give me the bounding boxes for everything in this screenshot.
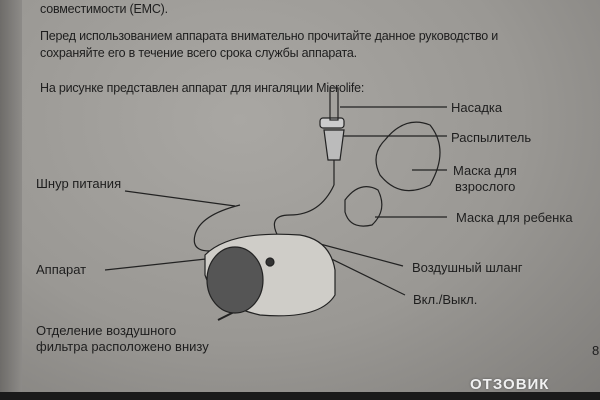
book-binding (0, 0, 22, 400)
watermark-logo: ОТЗОВИК (470, 376, 550, 393)
label-adult-mask: Маска для (453, 163, 517, 178)
label-air-hose: Воздушный шланг (412, 260, 523, 275)
intro-text-line: совместимости (EMC). (40, 2, 168, 16)
label-adult-mask-2: взрослого (455, 179, 516, 194)
page-number: 8 (592, 343, 600, 358)
label-device: Аппарат (36, 262, 87, 277)
instruction-text-line: сохраняйте его в течение всего срока слу… (40, 46, 357, 60)
label-on-off: Вкл./Выкл. (413, 292, 478, 307)
label-filter-2: фильтра расположено внизу (36, 339, 209, 354)
label-nebulizer: Распылитель (451, 130, 532, 145)
label-child-mask: Маска для ребенка (456, 210, 573, 225)
figure-caption: На рисунке представлен аппарат для ингал… (40, 81, 365, 95)
label-nozzle: Насадка (451, 100, 503, 115)
bottom-edge (0, 392, 600, 400)
label-filter: Отделение воздушного (36, 323, 177, 338)
instruction-text-line: Перед использованием аппарата внимательн… (40, 29, 499, 43)
label-power-cord: Шнур питания (36, 176, 122, 191)
